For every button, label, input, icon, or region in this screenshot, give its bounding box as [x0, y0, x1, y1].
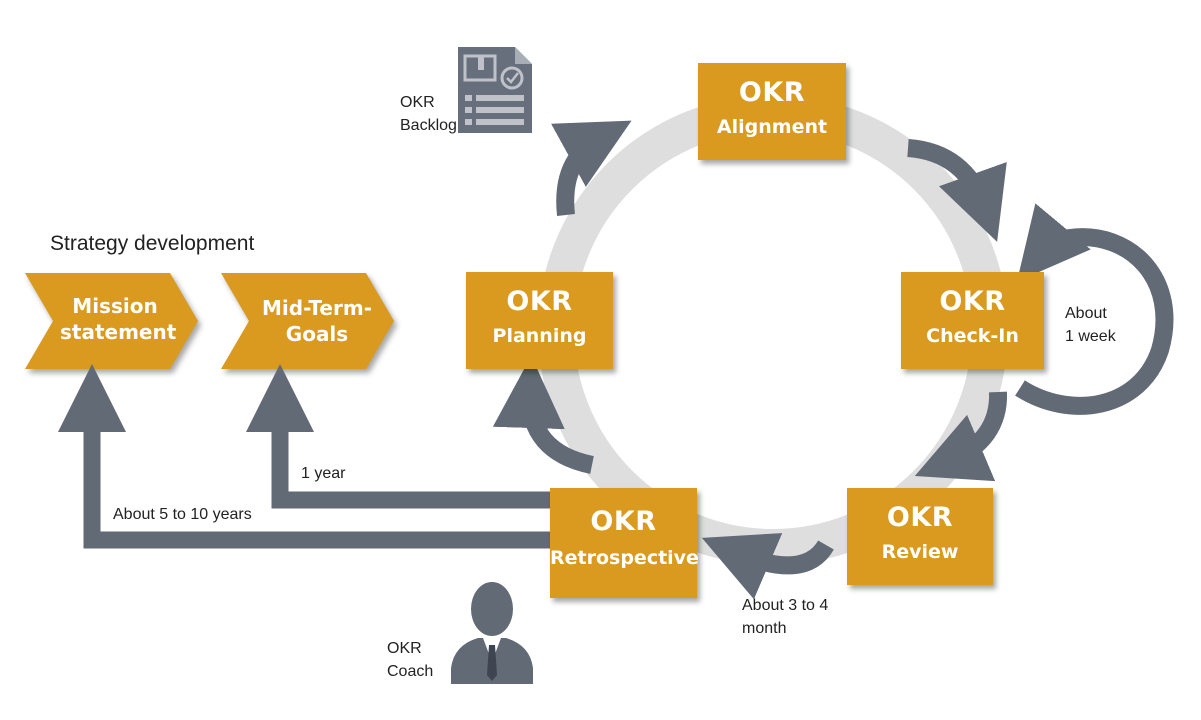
week-label-line2: 1 week — [1065, 328, 1116, 345]
okr-review-title: OKR — [886, 502, 954, 533]
midterm-label: Mid-Term- Goals — [262, 296, 372, 346]
okr-review-label: Review — [881, 541, 959, 563]
arrow-retrospective-to-planning — [492, 356, 595, 474]
coach-label-line1: OKR — [387, 640, 422, 657]
years-label: About 5 to 10 years — [113, 506, 252, 523]
okr-retrospective-box: OKR Retrospective — [550, 488, 699, 598]
one-year-label: 1 year — [301, 465, 346, 482]
okr-retrospective-label: Retrospective — [550, 547, 699, 569]
months-label-line2: month — [742, 620, 787, 637]
strategy-title: Strategy development — [50, 232, 255, 255]
okr-alignment-title: OKR — [738, 77, 806, 108]
okr-alignment-label: Alignment — [716, 116, 828, 138]
months-label: About 3 to 4 month — [742, 594, 828, 640]
okr-checkin-title: OKR — [939, 286, 1006, 317]
backlog-label-line1: OKR — [400, 94, 435, 111]
coach-label-line2: Coach — [387, 663, 434, 680]
okr-planning-box: OKR Planning — [466, 272, 613, 369]
arrow-alignment-to-checkin — [907, 139, 1007, 242]
arrow-to-mission — [58, 364, 552, 549]
okr-review-box: OKR Review — [847, 488, 993, 585]
okr-checkin-box: OKR Check-In — [901, 272, 1044, 369]
arrow-checkin-to-review — [914, 391, 1008, 482]
mission-label: Mission statement — [60, 294, 177, 344]
okr-retrospective-title: OKR — [590, 506, 657, 537]
mission-chevron — [25, 273, 198, 369]
businessman-icon — [451, 582, 533, 684]
coach-label: OKR Coach — [387, 637, 433, 683]
okr-planning-title: OKR — [506, 286, 573, 317]
backlog-label-line2: Backlog — [400, 117, 457, 134]
okr-alignment-box: OKR Alignment — [698, 63, 846, 160]
midterm-chevron — [221, 273, 394, 369]
arrow-review-to-retrospective — [701, 533, 834, 600]
months-label-line1: About 3 to 4 — [742, 597, 829, 614]
okr-checkin-label: Check-In — [926, 325, 1019, 347]
arrow-to-midterm — [246, 364, 552, 509]
document-checklist-icon — [458, 47, 532, 133]
okr-planning-label: Planning — [492, 325, 587, 347]
week-label-line1: About — [1065, 305, 1107, 322]
arrow-planning-to-alignment — [551, 120, 632, 216]
week-label: About 1 week — [1065, 302, 1116, 348]
backlog-label: OKR Backlog — [400, 91, 457, 137]
arrow-checkin-loop — [1015, 203, 1174, 415]
